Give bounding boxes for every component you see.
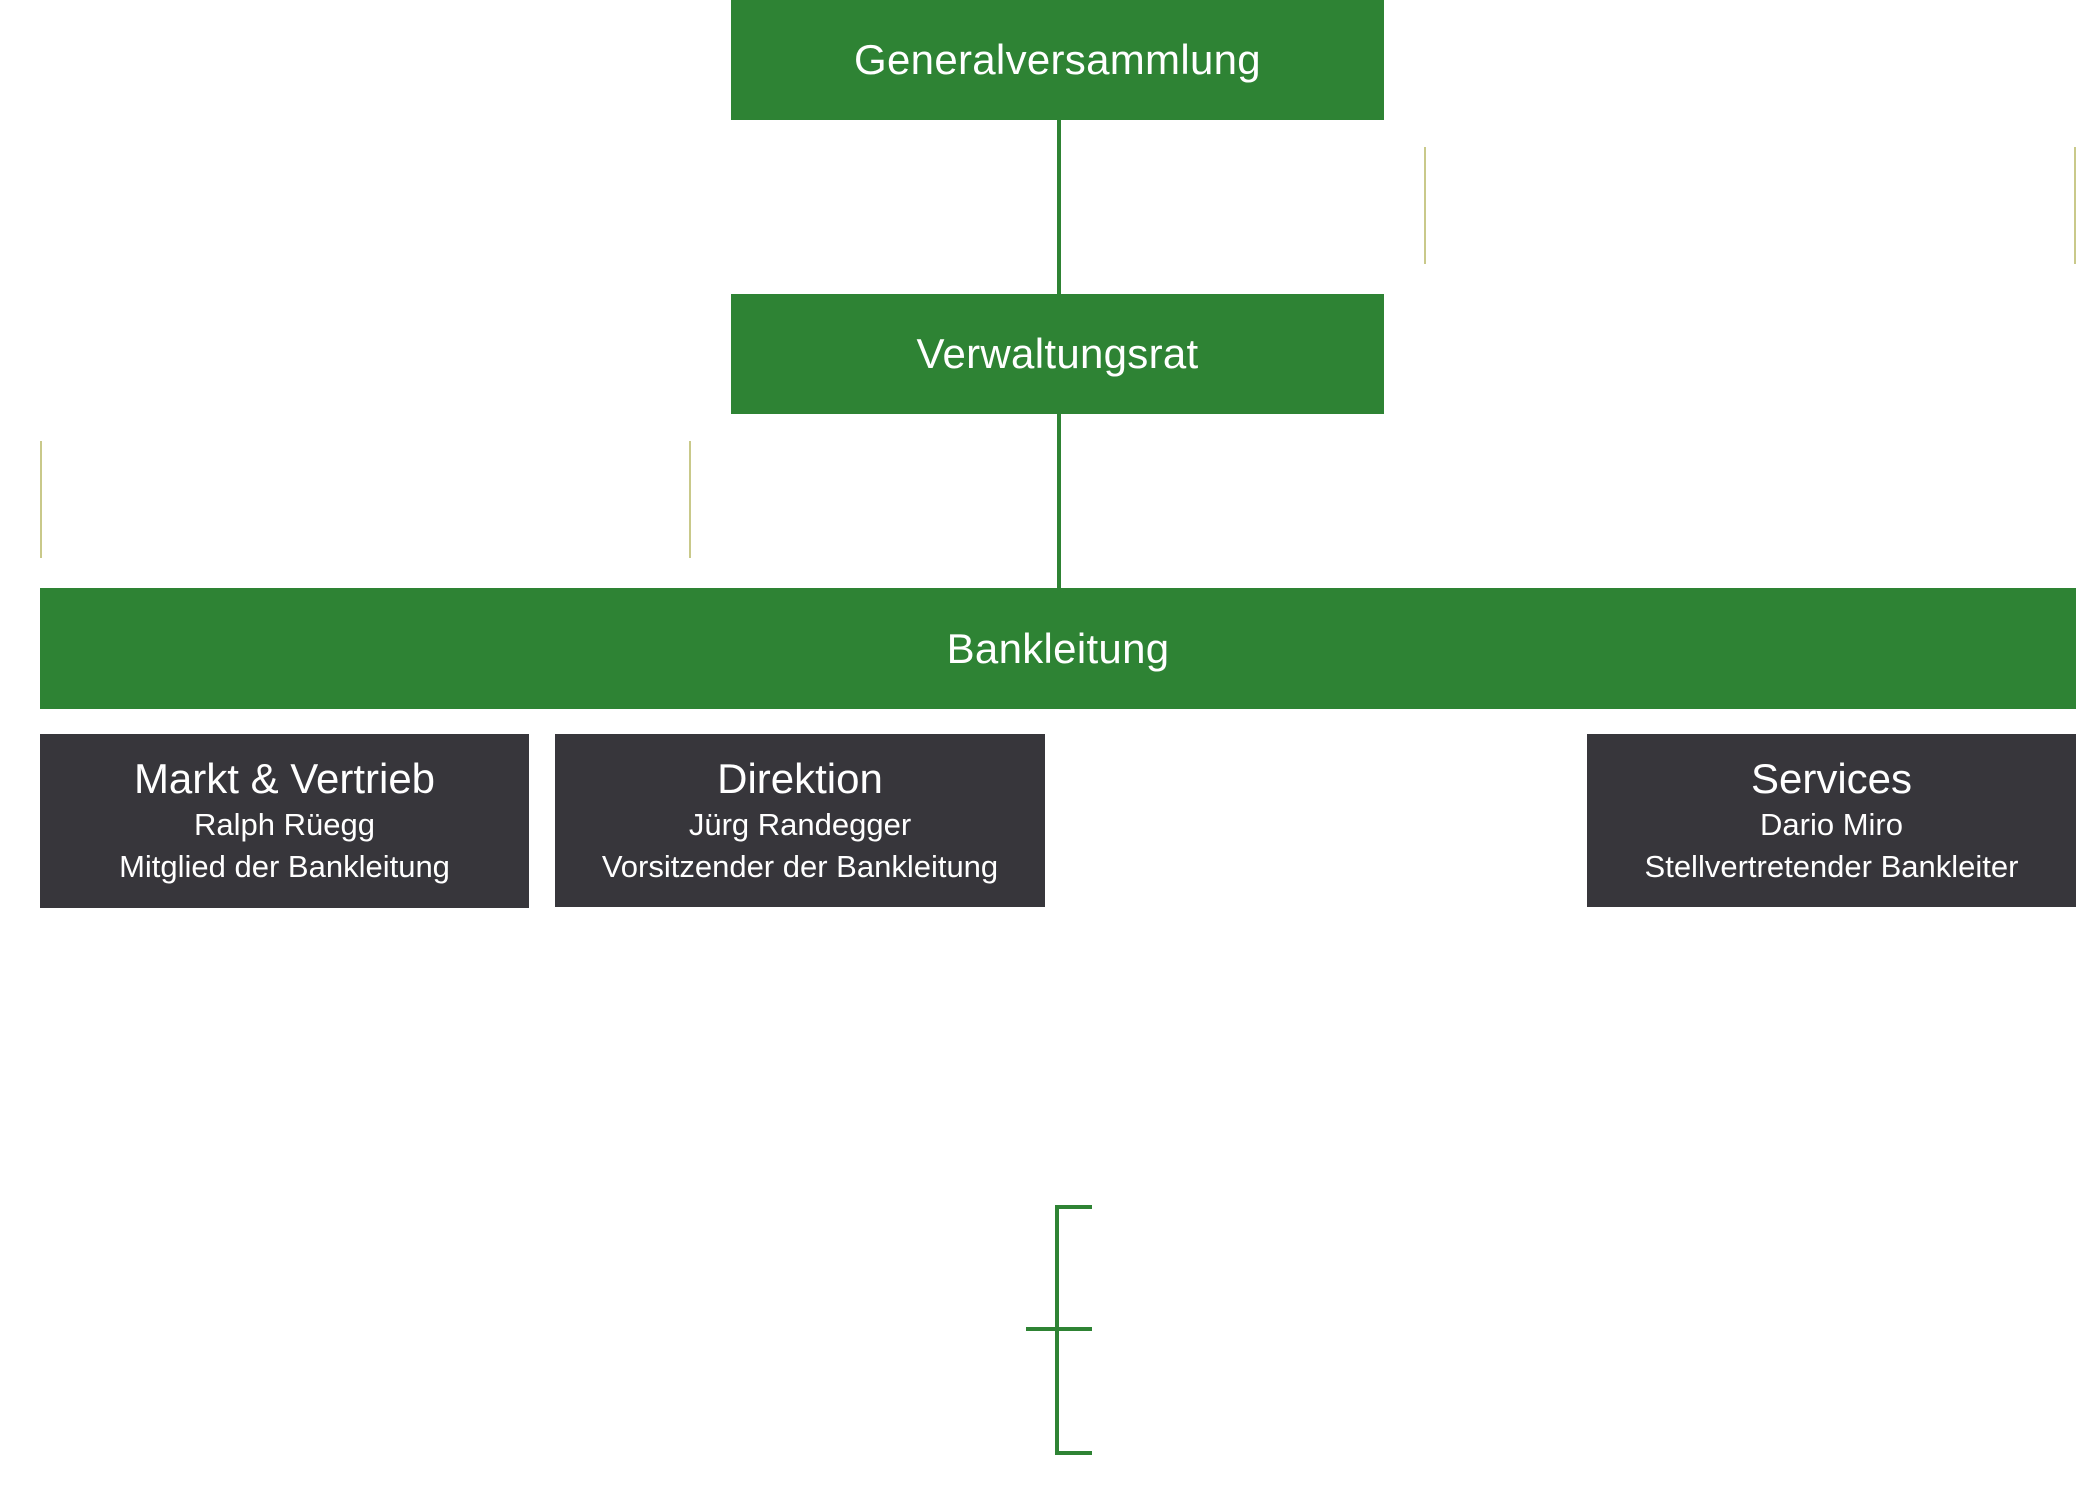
node-generalversammlung: Generalversammlung [731, 0, 1384, 120]
node-verwaltungsrat-label: Verwaltungsrat [916, 330, 1199, 377]
department-direktion: Direktion Jürg Randegger Vorsitzender de… [555, 734, 1045, 907]
node-bankleitung-label: Bankleitung [946, 624, 1170, 672]
department-title: Direktion [717, 754, 883, 802]
department-title: Services [1750, 754, 1913, 802]
department-person: Dario Miro [1760, 806, 1903, 842]
ghost-box-left-outline [40, 440, 691, 559]
department-role: Mitglied der Bankleitung [119, 849, 450, 884]
department-title: Markt & Vertrieb [133, 755, 436, 802]
bracket-connector [1026, 1205, 1092, 1455]
department-markt-vertrieb: Markt & Vertrieb Ralph Rüegg Mitglied de… [40, 734, 529, 908]
department-role: Vorsitzender der Bankleitung [601, 848, 999, 884]
department-services: Services Dario Miro Stellvertretender Ba… [1587, 734, 2076, 907]
node-bankleitung: Bankleitung [40, 588, 2076, 709]
department-person: Ralph Rüegg [194, 807, 375, 842]
node-verwaltungsrat: Verwaltungsrat [731, 294, 1384, 414]
department-role: Stellvertretender Bankleiter [1644, 848, 2019, 884]
ghost-box-right-outline [1424, 146, 2076, 265]
department-person: Jürg Randegger [688, 806, 912, 842]
node-generalversammlung-label: Generalversammlung [854, 36, 1261, 83]
